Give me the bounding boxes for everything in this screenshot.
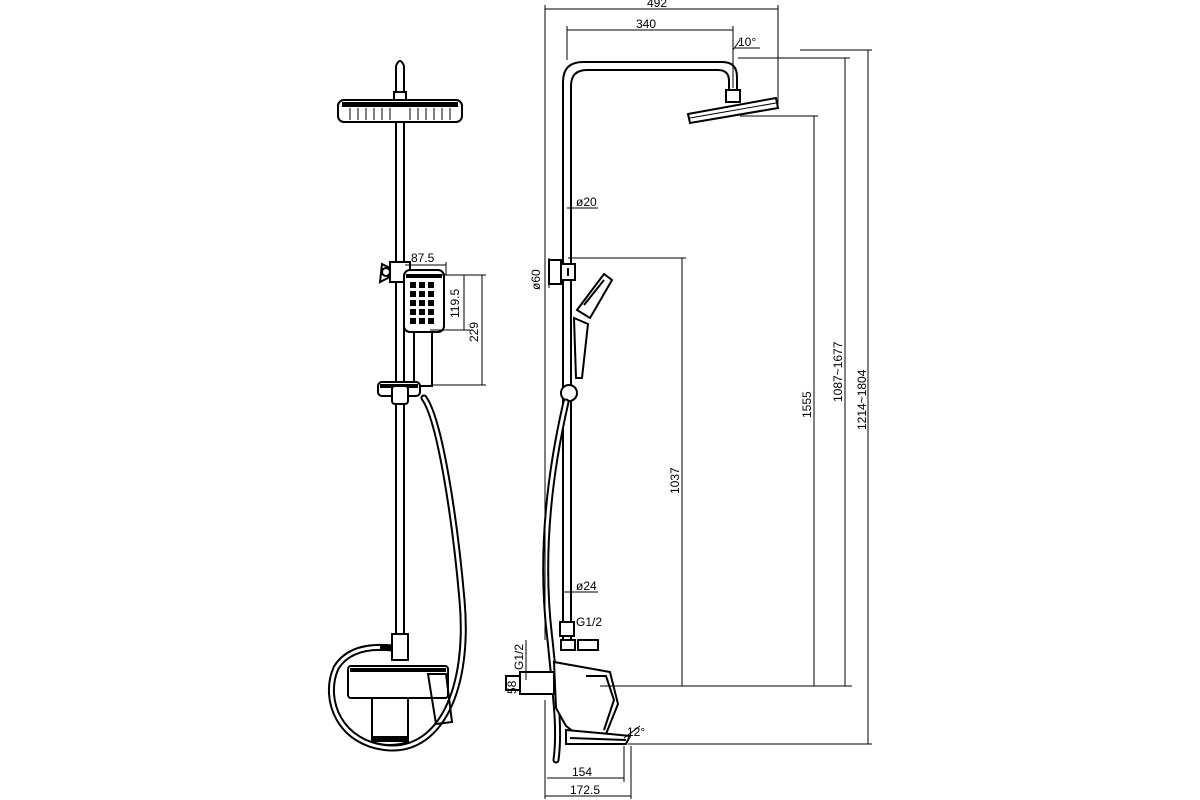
dim-1214-1804: 1214~1804 bbox=[855, 369, 869, 430]
shower-hose-side bbox=[542, 398, 570, 764]
mixer-side bbox=[505, 660, 632, 745]
diverter-side bbox=[548, 259, 576, 285]
hand-shower bbox=[403, 269, 445, 387]
dim-119-5: 119.5 bbox=[448, 289, 462, 318]
dim-172-5: 172.5 bbox=[570, 783, 600, 797]
pin bbox=[577, 639, 599, 651]
dim-154: 154 bbox=[572, 765, 592, 779]
dim-229: 229 bbox=[467, 322, 481, 342]
dim-g12-side: G1/2 bbox=[512, 644, 526, 670]
dim-d20: ø20 bbox=[576, 195, 597, 209]
dim-10-deg: 10° bbox=[738, 35, 756, 49]
side-dimensions bbox=[519, 5, 872, 799]
dim-58: 58 bbox=[505, 680, 519, 694]
shower-arm-inner bbox=[570, 69, 730, 640]
shower-hose-front bbox=[328, 394, 467, 752]
lower-joint bbox=[559, 621, 575, 637]
dim-1037: 1037 bbox=[668, 467, 682, 494]
rain-shower-head bbox=[337, 91, 463, 123]
head-nut bbox=[725, 89, 741, 103]
top-rod bbox=[395, 60, 405, 95]
front-dimensions bbox=[405, 262, 486, 386]
diverter-knob bbox=[378, 261, 411, 284]
shower-arm-outer bbox=[562, 61, 738, 640]
g12-connector bbox=[560, 639, 576, 651]
dim-340: 340 bbox=[636, 17, 656, 31]
side-view: 492 340 10° ø20 ø60 1037 1555 1087~1677 … bbox=[505, 0, 872, 799]
slide-holder bbox=[377, 381, 421, 405]
dim-1087-1677: 1087~1677 bbox=[831, 341, 845, 402]
dim-d60: ø60 bbox=[529, 269, 543, 290]
dim-g12-top: G1/2 bbox=[576, 615, 602, 629]
dim-87-5: 87.5 bbox=[411, 251, 435, 265]
hand-shower-side bbox=[560, 272, 614, 402]
dim-d24: ø24 bbox=[576, 579, 597, 593]
dim-1555: 1555 bbox=[800, 391, 814, 418]
mixer-front bbox=[347, 633, 454, 746]
dim-492: 492 bbox=[647, 0, 667, 10]
dim-12-deg: 12° bbox=[627, 725, 645, 739]
front-view: 87.5 119.5 229 bbox=[328, 60, 486, 752]
